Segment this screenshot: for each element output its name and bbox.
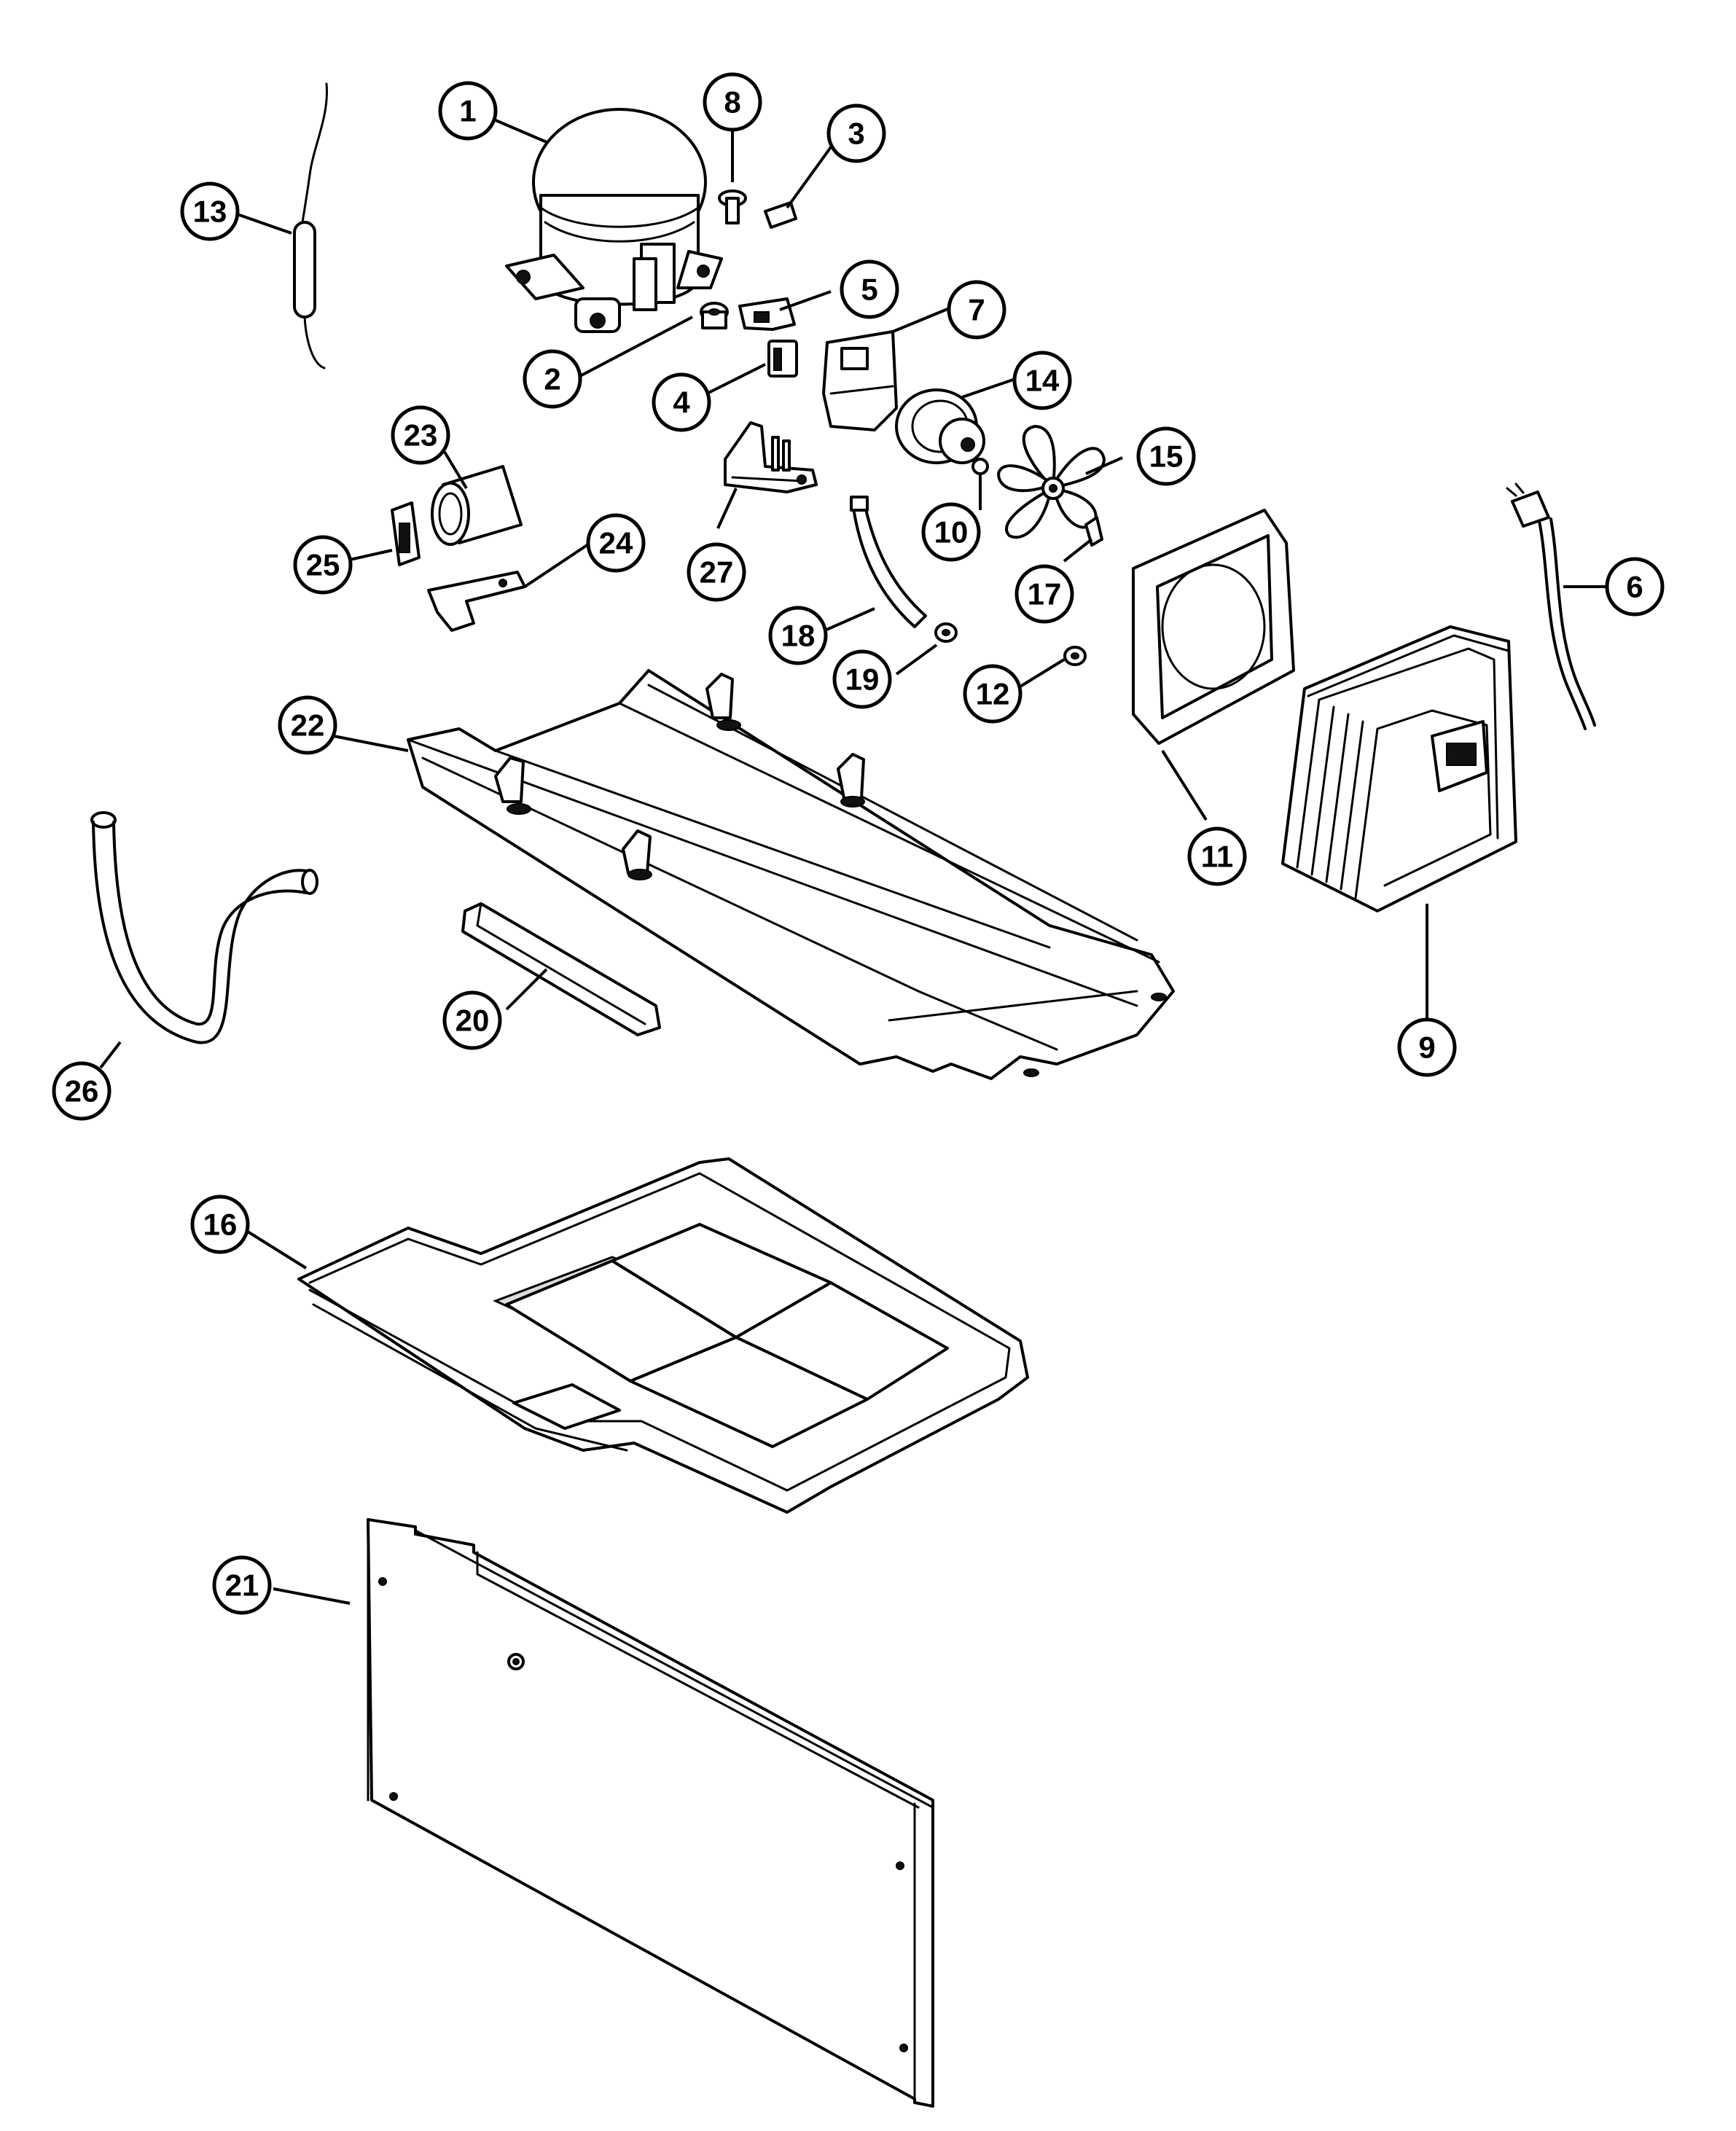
- svg-text:2: 2: [544, 362, 560, 396]
- callout-14: 14: [1012, 351, 1072, 410]
- base-plate-part: [407, 669, 1175, 1080]
- callout-18: 18: [768, 606, 828, 665]
- callout-26: 26: [52, 1061, 112, 1121]
- callout-11: 11: [1187, 826, 1247, 886]
- leader-lines: [99, 119, 1611, 1605]
- grommet-part-12: [1063, 646, 1087, 666]
- callout-1: 1: [438, 81, 498, 141]
- cover-part-7: [822, 330, 898, 431]
- fan-blade-part: [997, 425, 1106, 539]
- svg-text:1: 1: [459, 94, 476, 128]
- callout-24: 24: [586, 513, 646, 573]
- grommet-part-19: [934, 622, 958, 643]
- channel-part: [461, 902, 661, 1036]
- capacitor-cover-part: [391, 501, 421, 566]
- motor-bracket-part: [850, 496, 927, 628]
- svg-text:26: 26: [65, 1074, 99, 1108]
- callout-25: 25: [293, 535, 353, 595]
- callout-23: 23: [391, 405, 450, 465]
- clip-part-3: [764, 201, 797, 229]
- bracket-part-5: [738, 297, 796, 331]
- svg-text:6: 6: [1626, 570, 1643, 604]
- power-cord-part: [1506, 482, 1596, 730]
- callout-5: 5: [840, 259, 899, 319]
- svg-text:17: 17: [1028, 577, 1062, 611]
- capacitor-bracket-part: [427, 571, 526, 632]
- svg-text:12: 12: [976, 677, 1010, 711]
- relay-part: [767, 340, 798, 378]
- callout-16: 16: [190, 1194, 250, 1254]
- nut-part: [971, 458, 989, 475]
- drain-pan-part: [297, 1157, 1029, 1514]
- svg-text:4: 4: [673, 386, 690, 420]
- callout-17: 17: [1014, 564, 1074, 624]
- drier-part: [293, 82, 328, 369]
- svg-text:8: 8: [724, 85, 740, 120]
- screw-part: [718, 189, 747, 224]
- condenser-part: [1281, 625, 1517, 912]
- drain-tube-part: [90, 811, 318, 1044]
- callout-6: 6: [1605, 557, 1665, 617]
- svg-text:16: 16: [203, 1208, 238, 1242]
- callout-22: 22: [278, 695, 337, 755]
- svg-text:22: 22: [291, 708, 325, 743]
- svg-text:18: 18: [781, 619, 816, 653]
- fan-shroud-part: [1132, 509, 1295, 745]
- callout-10: 10: [921, 502, 981, 562]
- callout-19: 19: [832, 649, 892, 709]
- callout-2: 2: [523, 349, 582, 409]
- svg-text:15: 15: [1149, 439, 1184, 474]
- callout-27: 27: [687, 542, 746, 602]
- rear-access-panel-part: [367, 1518, 934, 2108]
- svg-text:9: 9: [1418, 1031, 1435, 1065]
- callout-7: 7: [947, 280, 1006, 340]
- svg-text:20: 20: [455, 1004, 490, 1038]
- svg-text:11: 11: [1201, 840, 1233, 874]
- svg-text:19: 19: [845, 662, 880, 697]
- callout-21: 21: [212, 1555, 272, 1615]
- callout-3: 3: [826, 103, 886, 163]
- svg-text:23: 23: [404, 418, 438, 453]
- svg-text:25: 25: [306, 548, 340, 582]
- callout-15: 15: [1136, 426, 1196, 486]
- compressor-part: [505, 108, 723, 333]
- clip-part-17: [1084, 516, 1103, 547]
- svg-text:10: 10: [934, 515, 969, 550]
- svg-text:13: 13: [193, 195, 227, 229]
- callout-12: 12: [963, 664, 1023, 724]
- svg-text:21: 21: [225, 1568, 259, 1603]
- callout-4: 4: [652, 372, 711, 432]
- svg-text:24: 24: [599, 526, 633, 560]
- fan-motor-part: [895, 388, 985, 464]
- svg-text:3: 3: [848, 117, 864, 151]
- bracket-part-27: [724, 421, 818, 493]
- callout-20: 20: [442, 990, 502, 1050]
- svg-text:27: 27: [700, 555, 734, 590]
- svg-text:14: 14: [1025, 364, 1060, 398]
- callout-8: 8: [703, 72, 762, 132]
- grommet-part-2: [700, 302, 729, 329]
- callout-13: 13: [180, 181, 240, 241]
- svg-text:5: 5: [861, 273, 877, 307]
- svg-text:7: 7: [968, 293, 985, 327]
- capacitor-part: [431, 465, 523, 546]
- callout-9: 9: [1397, 1017, 1457, 1077]
